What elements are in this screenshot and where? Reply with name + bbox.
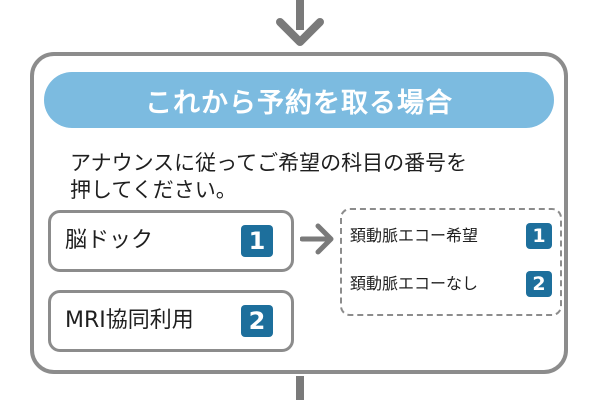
option-label: MRI協同利用 xyxy=(65,308,194,333)
instruction-line-1: アナウンスに従ってご希望の科目の番号を xyxy=(70,151,468,175)
reservation-panel: これから予約を取る場合 アナウンスに従ってご希望の科目の番号を 押してください。… xyxy=(30,52,568,374)
number-badge: 1 xyxy=(241,225,273,257)
flow-line-top xyxy=(296,0,304,30)
number-badge: 1 xyxy=(526,223,552,249)
sub-option-label: 頚動脈エコー希望 xyxy=(350,226,479,245)
number-badge: 2 xyxy=(526,271,552,297)
option-brain-dock: 脳ドック 1 xyxy=(48,210,294,272)
option-label: 脳ドック xyxy=(65,228,154,253)
right-arrow-icon xyxy=(300,223,334,255)
instruction-line-2: 押してください。 xyxy=(70,178,237,202)
option-mri-shared-use: MRI協同利用 2 xyxy=(48,290,294,352)
down-arrow-icon xyxy=(276,18,324,46)
number-badge: 2 xyxy=(241,305,273,337)
sub-option-label: 頚動脈エコーなし xyxy=(350,274,479,293)
carotid-options-box: 頚動脈エコー希望 1 頚動脈エコーなし 2 xyxy=(340,208,562,316)
panel-banner: これから予約を取る場合 xyxy=(44,72,554,128)
instruction-text: アナウンスに従ってご希望の科目の番号を 押してください。 xyxy=(70,150,550,204)
flow-line-bottom xyxy=(296,376,304,400)
